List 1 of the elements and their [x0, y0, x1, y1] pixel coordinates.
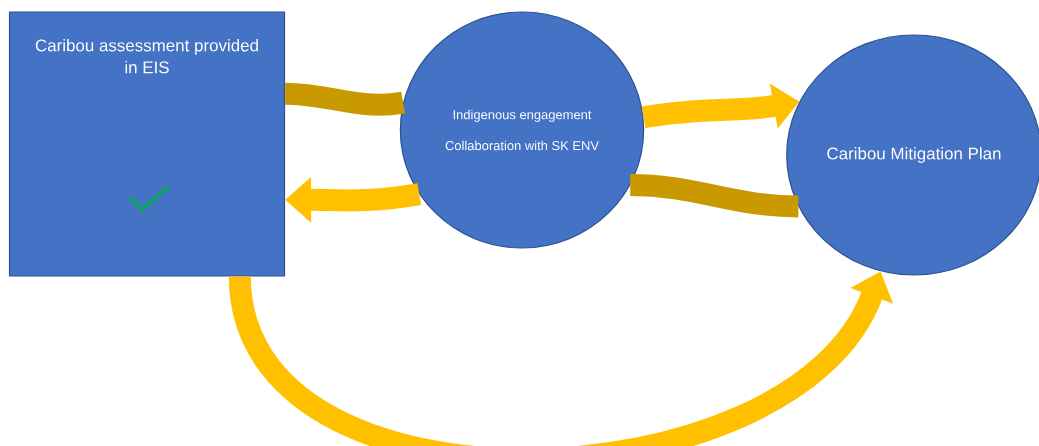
process-box: Caribou assessment provided in EIS — [8, 11, 286, 277]
